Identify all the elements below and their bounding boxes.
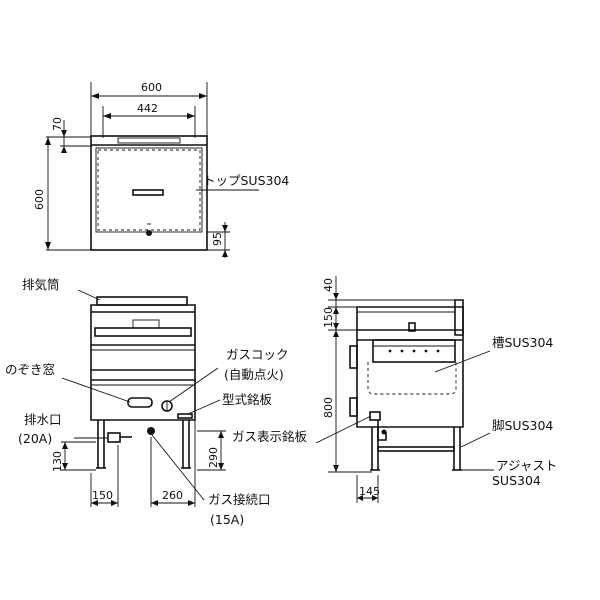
- top-handle: [132, 189, 164, 196]
- front-nameplate: [177, 413, 193, 419]
- dim-side-upper: 150: [322, 307, 335, 328]
- label-gas-plate: ガス表示銘板: [232, 429, 308, 444]
- front-view: 排気筒 のぞき窓 ガスコック (自動点火) 型式銘板 排水口 (20A) ガス接…: [5, 277, 289, 527]
- dim-drain-offset: 150: [92, 489, 113, 502]
- dim-top-width: 600: [141, 81, 162, 94]
- front-exhaust: [96, 296, 188, 306]
- dim-drain-height: 130: [51, 451, 64, 472]
- dim-side-top: 40: [322, 278, 335, 292]
- label-adjuster-2: SUS304: [492, 473, 541, 488]
- dim-gas-offset: 260: [162, 489, 183, 502]
- label-window: のぞき窓: [5, 362, 55, 377]
- label-gas-conn-2: (15A): [210, 512, 244, 527]
- label-adjuster-1: アジャスト: [496, 458, 557, 473]
- top-outline: [90, 135, 208, 251]
- label-gas-conn-1: ガス接続口: [208, 492, 271, 507]
- label-drain-2: (20A): [18, 431, 52, 446]
- dim-side-body: 800: [322, 397, 335, 418]
- front-drain: [107, 432, 121, 443]
- label-gas-cock-1: ガスコック: [226, 347, 289, 362]
- top-tank-outline: [97, 149, 201, 231]
- dim-top-edge: 70: [51, 117, 64, 131]
- label-tank: 槽SUS304: [492, 335, 553, 350]
- top-drain-dot: [146, 230, 152, 236]
- dim-top-bottom-edge: 95: [211, 232, 224, 246]
- label-nameplate: 型式銘板: [222, 392, 273, 407]
- top-view: 600 442 600 70: [33, 81, 289, 258]
- side-gas-plate: [369, 411, 381, 421]
- label-top-material: トップSUS304: [203, 173, 289, 188]
- side-tank: [367, 362, 457, 395]
- dim-top-height: 600: [33, 189, 46, 210]
- dim-side-leg-offset: 145: [359, 485, 380, 498]
- label-leg: 脚SUS304: [492, 418, 553, 433]
- side-view: 40 150 800 145 槽SUS304 ガス表示銘板 脚SUS304 アジ…: [232, 276, 557, 503]
- front-window: [127, 397, 153, 408]
- dim-gas-height: 290: [207, 447, 220, 468]
- label-exhaust: 排気筒: [22, 277, 60, 292]
- label-gas-cock-2: (自動点火): [224, 367, 284, 382]
- label-drain-1: 排水口: [24, 412, 62, 427]
- dim-top-inner-width: 442: [137, 102, 158, 115]
- front-gas-connection: [147, 427, 155, 435]
